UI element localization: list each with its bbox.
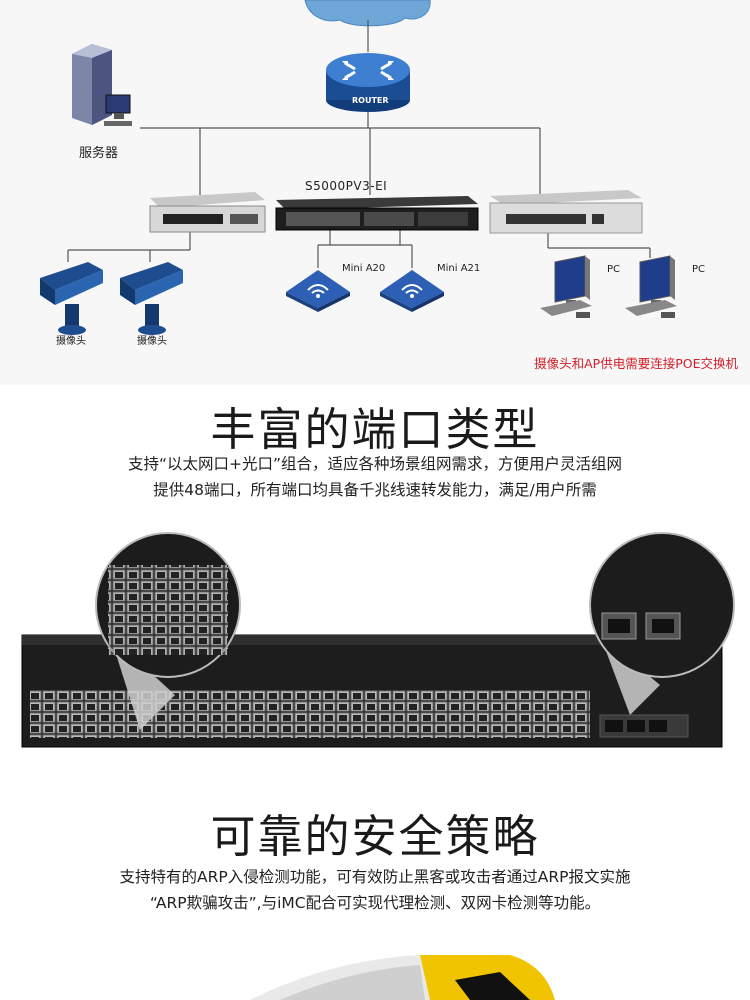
- left-switch-icon: [149, 192, 266, 233]
- poe-note: 摄像头和AP供电需要连接POE交换机: [534, 356, 738, 371]
- cloud-icon: [304, 0, 431, 27]
- right-switch-icon: [489, 190, 643, 234]
- pc-icon-1: [540, 255, 592, 318]
- ports-section-title: 丰富的端口类型: [210, 403, 540, 456]
- camera-icon-2: [120, 262, 183, 335]
- pc1-label: PC: [607, 264, 621, 275]
- pc-icon-2: [625, 255, 677, 318]
- network-topology-diagram: ROUTER 服务器 S5000PV3-EI Mini A20 Mini A21…: [0, 0, 750, 385]
- camera2-label: 摄像头: [137, 336, 167, 347]
- router-label: ROUTER: [352, 96, 389, 105]
- switch-model-label: S5000PV3-EI: [305, 179, 388, 193]
- camera1-label: 摄像头: [56, 336, 86, 347]
- security-description-line2: “ARP欺骗攻击”,与iMC配合可实现代理检测、双网卡检测等功能。: [149, 894, 601, 912]
- pc2-label: PC: [692, 264, 706, 275]
- zoom-bubble-left: [95, 532, 241, 730]
- ports-description-line2: 提供48端口，所有端口均具备千兆线速转发能力，满足/用户所需: [153, 481, 597, 499]
- security-description-line1: 支持特有的ARP入侵检测功能，可有效防止黑客或攻击者通过ARP报文实施: [119, 868, 631, 886]
- zoom-bubble-right: [589, 532, 735, 715]
- ports-description-line1: 支持“以太网口+光口”组合，适应各种场景组网需求，方便用户灵活组网: [127, 455, 623, 473]
- access-point-icon-1: [286, 270, 350, 312]
- topology-lines: [40, 0, 677, 335]
- ap2-label: Mini A21: [437, 263, 481, 274]
- security-section-title: 可靠的安全策略: [210, 810, 540, 863]
- access-point-icon-2: [380, 270, 444, 312]
- switch-front-panel-image: [21, 532, 735, 748]
- server-label: 服务器: [79, 146, 119, 161]
- security-illustration: [250, 955, 555, 1000]
- ap1-label: Mini A20: [342, 263, 386, 274]
- server-icon: [72, 44, 132, 126]
- camera-icon-1: [40, 262, 103, 335]
- center-switch-icon: [275, 196, 479, 231]
- router-icon: [326, 53, 410, 112]
